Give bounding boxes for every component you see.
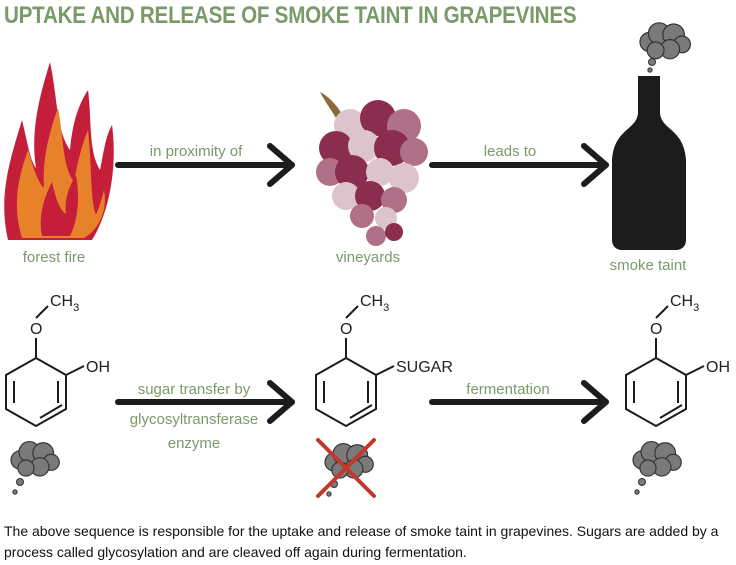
molecule-2-methyl: CH3	[360, 293, 389, 314]
molecule-1-group: OH	[86, 359, 110, 376]
wine-bottle-icon	[612, 76, 686, 250]
molecule-3-oxygen: O	[650, 321, 662, 338]
fire-icon	[4, 62, 114, 240]
cross-icon	[316, 438, 376, 498]
fire-label: forest fire	[23, 249, 86, 266]
bottle-smoke-cloud-icon	[639, 22, 692, 73]
arrow-fermentation	[429, 380, 609, 424]
arrow-label-sugar-transfer-2: glycosyltransferase	[130, 411, 258, 428]
caption-text: The above sequence is responsible for th…	[4, 523, 719, 560]
glycoside-molecule	[315, 305, 395, 428]
arrow-label-leads-to: leads to	[484, 143, 537, 160]
arrow-sugar-transfer	[115, 380, 295, 424]
crossed-smoke-cloud-icon	[316, 438, 376, 498]
arrow-label-fermentation: fermentation	[466, 381, 549, 398]
molecule-2-group: SUGAR	[396, 359, 453, 376]
smoke-cloud-icon-1	[10, 441, 60, 495]
guaiacol-molecule-2	[625, 305, 705, 428]
smoke-cloud-icon-2	[632, 441, 682, 495]
guaiacol-molecule-1	[5, 305, 85, 428]
grapes-icon	[316, 92, 428, 246]
arrow-label-sugar-transfer-3: enzyme	[168, 435, 221, 452]
molecule-3-group: OH	[706, 359, 730, 376]
molecule-2-oxygen: O	[340, 321, 352, 338]
molecule-1-methyl: CH3	[50, 293, 79, 314]
molecule-3-methyl: CH3	[670, 293, 699, 314]
arrow-leads-to	[429, 143, 609, 187]
page-title: UPTAKE AND RELEASE OF SMOKE TAINT IN GRA…	[4, 2, 577, 29]
arrow-in-proximity	[115, 143, 295, 187]
bottle-label: smoke taint	[610, 257, 688, 274]
arrow-label-sugar-transfer-1: sugar transfer by	[138, 381, 251, 398]
arrow-label-in-proximity: in proximity of	[150, 143, 243, 160]
molecule-1-oxygen: O	[30, 321, 42, 338]
grapes-label: vineyards	[336, 249, 400, 266]
